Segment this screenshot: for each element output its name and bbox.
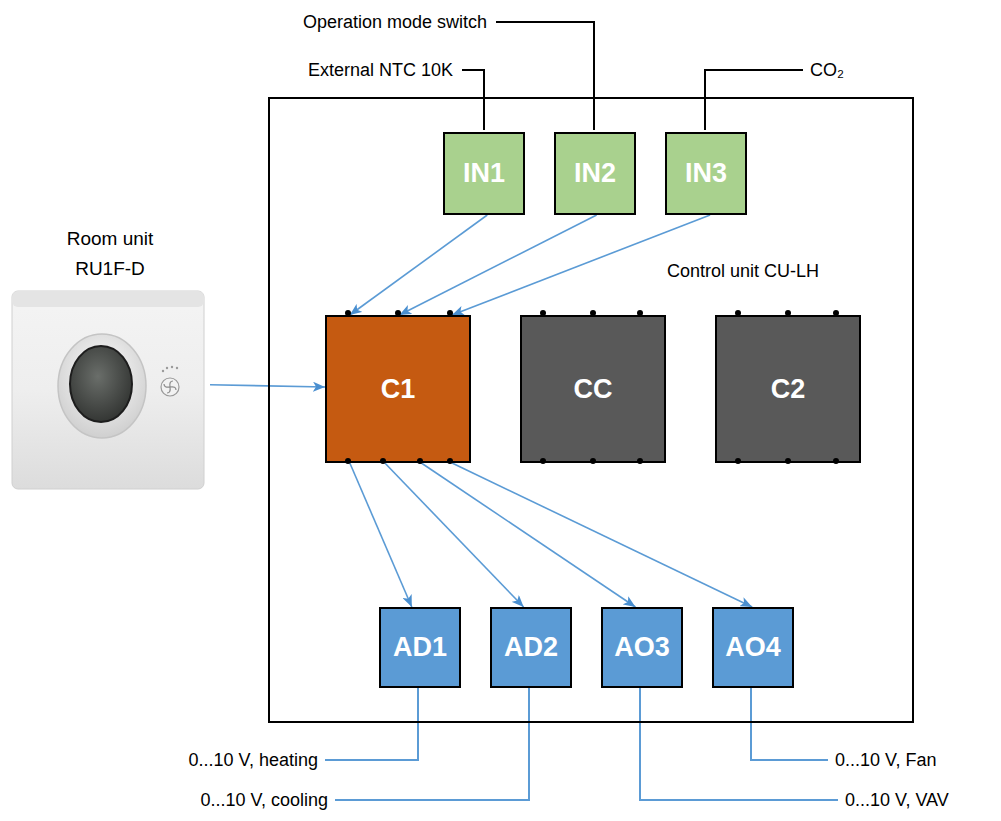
signal-arrow [399, 215, 596, 315]
box-label: IN3 [685, 158, 727, 189]
output-signal-label: 0...10 V, cooling [199, 790, 330, 811]
signal-arrow [452, 463, 752, 607]
output-box: AO4 [712, 607, 794, 688]
control-unit-housing: Control unit CU-LH IN1 IN2 IN3C1 CC C2AD1 AD2 A… [268, 97, 914, 723]
box-label: C1 [381, 374, 416, 405]
input-wire [496, 22, 594, 130]
input-wires [462, 22, 803, 130]
output-wire [335, 686, 529, 800]
device-name: Room unit RU1F-D [50, 224, 170, 284]
output-wire [751, 686, 828, 760]
output-signal-label: 0...10 V, heating [187, 750, 320, 771]
output-box: AD1 [379, 607, 461, 688]
signal-arrow [350, 463, 412, 607]
output-box: AD2 [490, 607, 572, 688]
device-top-edge [12, 291, 204, 307]
speed-dot [171, 366, 173, 368]
box-label: AD2 [504, 632, 558, 663]
input-signal-label: External NTC 10K [306, 60, 455, 81]
output-wires [325, 686, 838, 800]
room-unit: Room unit RU1F-D [10, 224, 210, 492]
signal-arrow [350, 215, 487, 315]
box-label: CC [574, 374, 613, 405]
fan-button [161, 378, 179, 396]
box-label: IN2 [574, 158, 616, 189]
output-signal-label: 0...10 V, VAV [843, 790, 951, 811]
box-label: IN1 [463, 158, 505, 189]
input-box: IN2 [554, 132, 636, 215]
input-box: IN1 [443, 132, 525, 215]
device-housing [12, 291, 204, 489]
box-label: AD1 [393, 632, 447, 663]
output-wire [325, 686, 418, 760]
room-unit-device [12, 291, 204, 489]
fan-symbol [164, 381, 176, 393]
device-screen [70, 346, 132, 422]
speed-dot [176, 367, 178, 369]
box-label: AO3 [614, 632, 670, 663]
controller-box: C1 [325, 315, 471, 463]
input-box: IN3 [665, 132, 747, 215]
speed-dot [166, 367, 168, 369]
input-wire [705, 70, 803, 130]
output-box: AO3 [601, 607, 683, 688]
box-label: AO4 [725, 632, 781, 663]
controller-box: CC [520, 315, 666, 463]
input-signal-label: CO₂ [808, 60, 846, 81]
input-wire [462, 70, 484, 130]
speed-dot [162, 370, 164, 372]
output-wire [640, 686, 838, 800]
controller-box: C2 [715, 315, 861, 463]
device-ring [58, 334, 146, 438]
unit-name: Control unit CU-LH [667, 261, 819, 282]
box-label: C2 [771, 374, 806, 405]
output-signal-label: 0...10 V, Fan [833, 750, 938, 771]
input-signal-label: Operation mode switch [301, 12, 489, 33]
